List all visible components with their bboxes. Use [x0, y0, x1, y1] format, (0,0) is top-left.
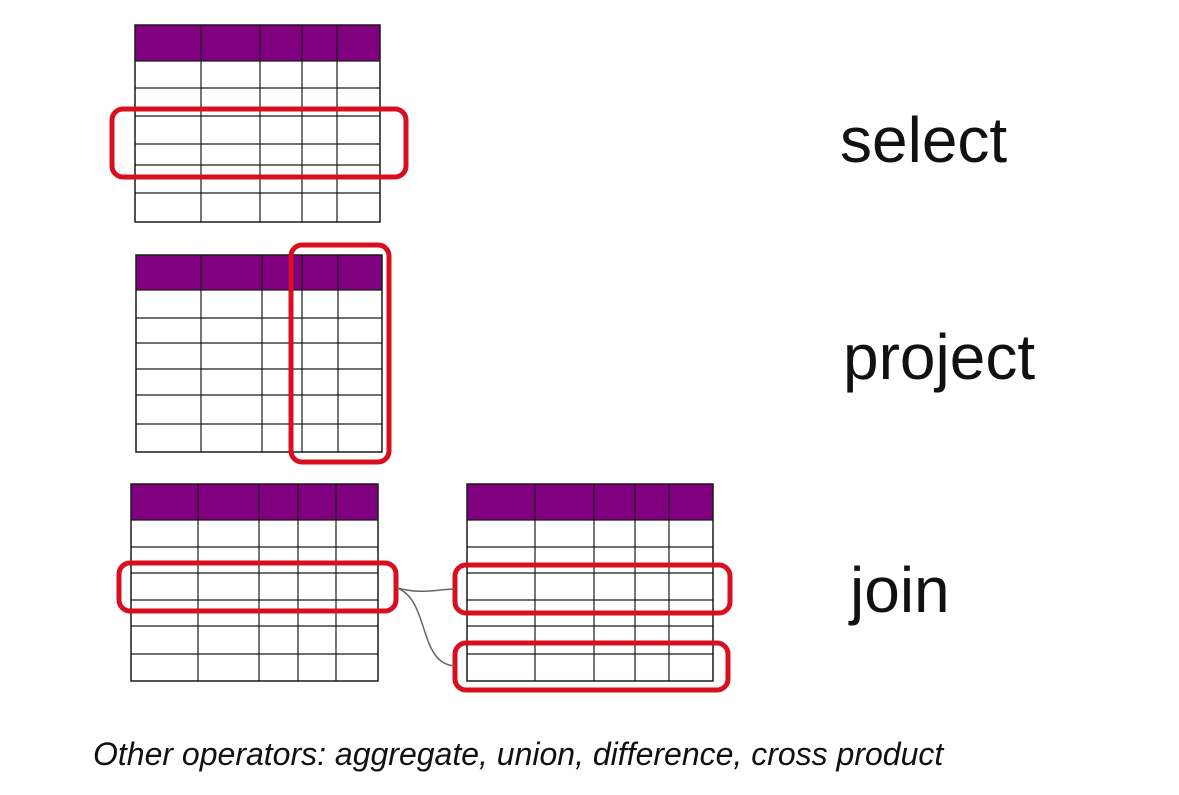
table-header — [467, 484, 713, 520]
join-left-row-highlight — [116, 560, 399, 614]
join-right-table — [466, 483, 714, 682]
table-border — [466, 483, 714, 682]
table-border — [135, 254, 383, 453]
join-label: join — [850, 554, 950, 626]
select-label: select — [840, 104, 1008, 176]
select-table — [134, 24, 381, 223]
table-header — [135, 25, 380, 61]
join-right-row2-highlight — [452, 640, 731, 693]
project-columns-highlight — [288, 242, 392, 465]
join-connector-line — [396, 587, 456, 667]
project-table — [135, 254, 383, 453]
table-header — [131, 484, 378, 520]
table-border — [130, 483, 379, 682]
join-right-row1-highlight — [452, 562, 733, 616]
select-row-highlight — [109, 106, 409, 180]
table-border — [134, 24, 381, 223]
join-left-table — [130, 483, 379, 682]
table-header — [136, 255, 382, 290]
other-operators-note: Other operators: aggregate, union, diffe… — [93, 736, 944, 772]
join-connector-line — [396, 587, 456, 592]
project-label: project — [843, 321, 1036, 393]
